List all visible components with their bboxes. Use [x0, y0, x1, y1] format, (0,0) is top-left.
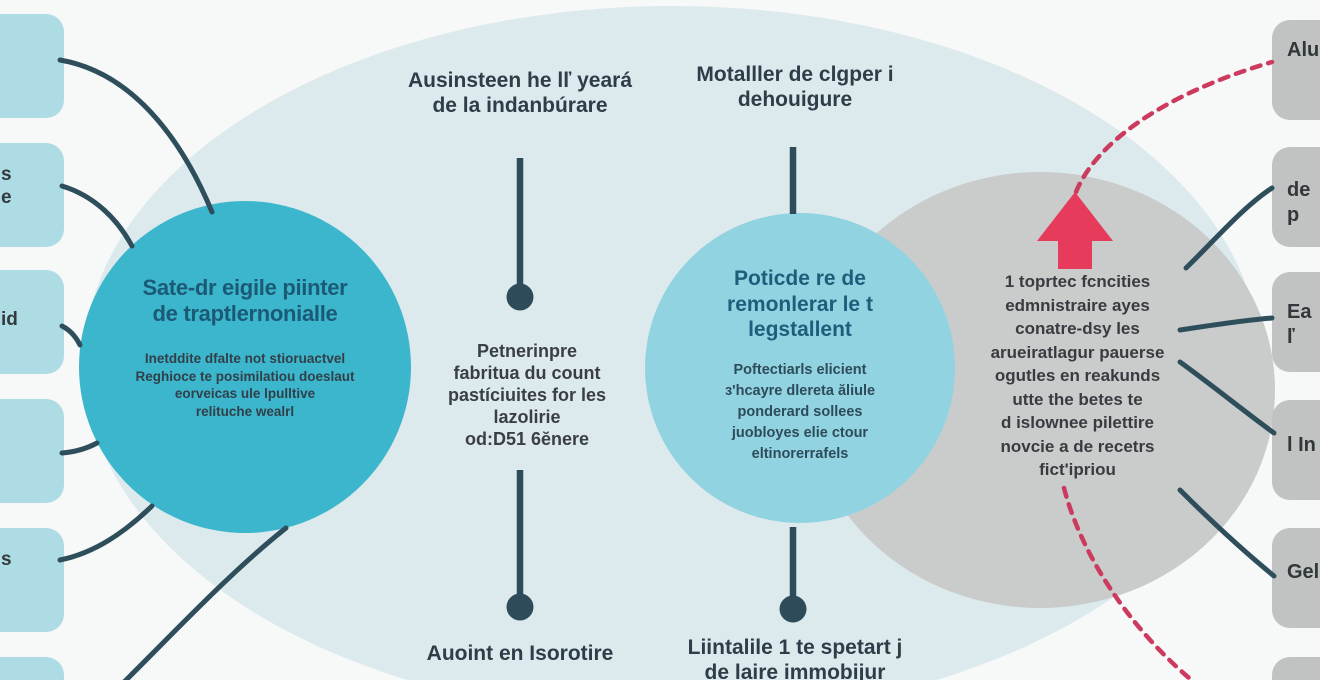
teal-circle-title: Sate-dr eigile piinter de traptlernonial… — [142, 275, 348, 326]
bottom-label-1: Auoint en Isorotire — [426, 642, 614, 665]
left-box-2-label: s e — [1, 164, 12, 208]
right-box-4-label: l In — [1287, 434, 1316, 456]
left-box-3 — [0, 270, 64, 374]
top-label-2: Motalller de clgper i dehouigure — [696, 63, 894, 111]
right-box-1 — [1272, 20, 1320, 120]
primary-circle — [79, 201, 411, 533]
teal-circle-body: Inetddite dfalte not stioruactvel Reghio… — [135, 351, 355, 419]
right-box-1-label: Alu — [1287, 39, 1320, 61]
left-box-5 — [0, 528, 64, 632]
right-box-3-label: Ea ľ — [1287, 301, 1312, 348]
right-box-5 — [1272, 528, 1320, 628]
left-box-5-label: s — [1, 549, 12, 570]
left-box-2 — [0, 143, 64, 247]
right-box-6 — [1272, 657, 1320, 680]
bottom-label-2: Liintalile 1 te spetart j de laire immob… — [687, 636, 903, 680]
right-box-2 — [1272, 147, 1320, 247]
secondary-circle — [645, 213, 955, 523]
left-box-4 — [0, 399, 64, 503]
top-label-1: Ausinsteen he lľ yeará de la indanbúrare — [407, 69, 633, 117]
right-box-3 — [1272, 272, 1320, 372]
right-box-4 — [1272, 400, 1320, 500]
blue-circle-body: Poftectiarls elicient ɜ'hcayre dlereta ă… — [724, 362, 876, 462]
blue-circle-title: Poticde re de remonlerar le t legstallen… — [727, 267, 873, 341]
center-note: Petnerinpre fabritua du count pastíciuit… — [447, 341, 607, 449]
left-box-1 — [0, 14, 64, 118]
left-box-3-label: id — [1, 309, 18, 330]
left-box-6 — [0, 657, 64, 680]
right-box-5-label: Gelg — [1287, 561, 1320, 583]
gray-ellipse-body: 1 toprtec fcncities edmnistraire ayes co… — [990, 272, 1165, 479]
right-box-2-label: de p — [1287, 179, 1311, 226]
